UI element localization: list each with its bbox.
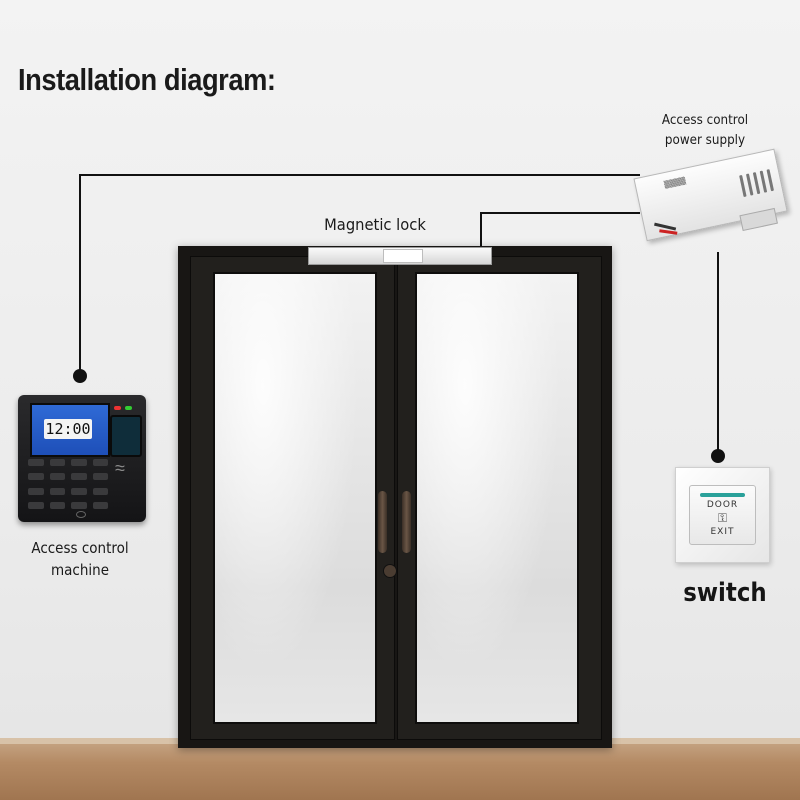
machine-logo bbox=[76, 511, 86, 518]
machine-keypad bbox=[28, 459, 108, 511]
machine-label-line1: Access control bbox=[31, 539, 129, 557]
exit-switch-accent-bar bbox=[700, 493, 745, 497]
wire-endpoint-switch bbox=[711, 449, 725, 463]
power-supply-label-line2: power supply bbox=[664, 133, 746, 148]
glass-panel-right bbox=[415, 272, 579, 724]
magnetic-lock-label: Magnetic lock bbox=[324, 215, 426, 234]
power-supply-vents bbox=[739, 169, 775, 198]
status-led-green bbox=[125, 406, 132, 410]
door-handle-right bbox=[402, 491, 411, 553]
machine-screen: 12:00 bbox=[30, 403, 110, 457]
fingerprint-icon: ≈ bbox=[115, 458, 125, 478]
magnetic-lock bbox=[308, 247, 492, 265]
door-lock-knob bbox=[383, 564, 397, 578]
exit-switch-door-text: DOOR bbox=[706, 500, 739, 510]
diagram-title: Installation diagram: bbox=[18, 62, 276, 97]
magnetic-lock-plate bbox=[383, 249, 423, 263]
glass-panel-left bbox=[213, 272, 377, 724]
access-control-machine: 12:00 ≈ bbox=[18, 395, 146, 522]
fingerprint-sensor bbox=[110, 415, 142, 457]
door-leaf-right bbox=[397, 256, 602, 740]
key-icon: ⚿ bbox=[717, 511, 728, 525]
exit-switch-exit-text: EXIT bbox=[710, 527, 735, 537]
switch-label: switch bbox=[683, 578, 767, 608]
machine-clock: 12:00 bbox=[44, 419, 92, 439]
door-leaf-left bbox=[190, 256, 395, 740]
exit-switch: DOOR ⚿ EXIT bbox=[675, 467, 770, 563]
access-control-power-supply: ▒▒▒▒ bbox=[633, 148, 788, 255]
power-supply-label-line1: Access control bbox=[661, 113, 749, 128]
power-supply-body: ▒▒▒▒ bbox=[633, 148, 788, 242]
exit-switch-button: DOOR ⚿ EXIT bbox=[689, 485, 756, 545]
machine-label-line2: machine bbox=[50, 561, 110, 579]
power-supply-printing: ▒▒▒▒ bbox=[663, 176, 687, 190]
wire-endpoint-machine bbox=[73, 369, 87, 383]
machine-label: Access control machine bbox=[13, 537, 148, 581]
door-handle-left bbox=[378, 491, 387, 553]
power-supply-label: Access control power supply bbox=[636, 111, 774, 151]
status-led-red bbox=[114, 406, 121, 410]
double-glass-door bbox=[178, 246, 612, 748]
